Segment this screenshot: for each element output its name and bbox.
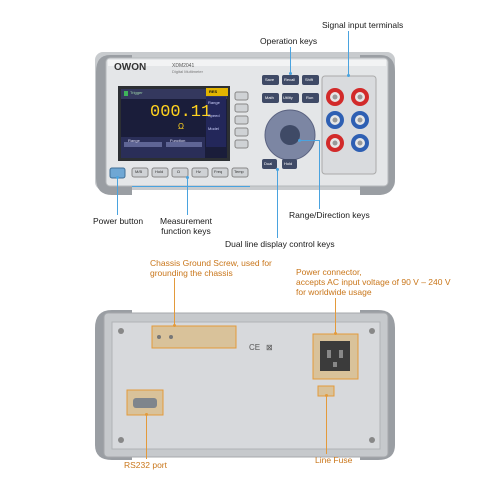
- label-chassis-ground: Chassis Ground Screw, used for grounding…: [150, 258, 272, 278]
- op-key-recall[interactable]: Recall: [284, 77, 296, 82]
- label-measurement-keys: Measurement function keys: [160, 216, 212, 236]
- screen-menu-speed: Speed: [208, 113, 220, 118]
- func-key-mb[interactable]: M/B: [135, 169, 143, 174]
- func-key-ohm[interactable]: Ω: [177, 169, 180, 174]
- model-name: XDM2041: [172, 63, 195, 69]
- dual-hold-key[interactable]: Hold: [284, 161, 293, 166]
- screen-reading: 000.11: [150, 103, 212, 122]
- op-key-shift[interactable]: Shift: [305, 77, 314, 82]
- label-range-direction: Range/Direction keys: [289, 210, 370, 220]
- screen-menu-range: Range: [208, 100, 220, 105]
- label-operation-keys: Operation keys: [260, 36, 318, 46]
- func-key-hz[interactable]: Hz: [196, 169, 201, 174]
- screen-function-label: Function: [170, 138, 186, 143]
- op-key-save[interactable]: Save: [265, 77, 275, 82]
- op-key-utility[interactable]: Utility: [283, 95, 293, 100]
- svg-text:⊠: ⊠: [266, 343, 273, 352]
- screen-range-label: Range: [128, 138, 140, 143]
- screen-trigger: Trigger: [130, 90, 143, 95]
- label-line-fuse: Line Fuse: [315, 455, 353, 465]
- label-dual-line: Dual line display control keys: [225, 239, 335, 249]
- func-key-hold[interactable]: Hold: [155, 169, 164, 174]
- svg-text:CE: CE: [249, 343, 260, 352]
- screen-res-tag: RES: [209, 89, 218, 94]
- func-key-freq[interactable]: Freq: [214, 169, 223, 174]
- func-key-temp[interactable]: Temp: [234, 169, 244, 174]
- model-subtitle: Digital Multimeter: [172, 69, 203, 74]
- brand-logo: OWON: [114, 62, 147, 73]
- screen-menu-model: Model: [208, 126, 219, 131]
- label-power-button: Power button: [93, 216, 144, 226]
- screen-unit: Ω: [178, 122, 184, 131]
- label-rs232: RS232 port: [124, 460, 167, 470]
- label-signal-input: Signal input terminals: [322, 20, 404, 30]
- dual-key[interactable]: Dual: [264, 161, 273, 166]
- op-key-run[interactable]: Run: [306, 95, 314, 100]
- label-power-connector: Power connector, accepts AC input voltag…: [296, 267, 451, 297]
- op-key-math[interactable]: Math: [265, 95, 274, 100]
